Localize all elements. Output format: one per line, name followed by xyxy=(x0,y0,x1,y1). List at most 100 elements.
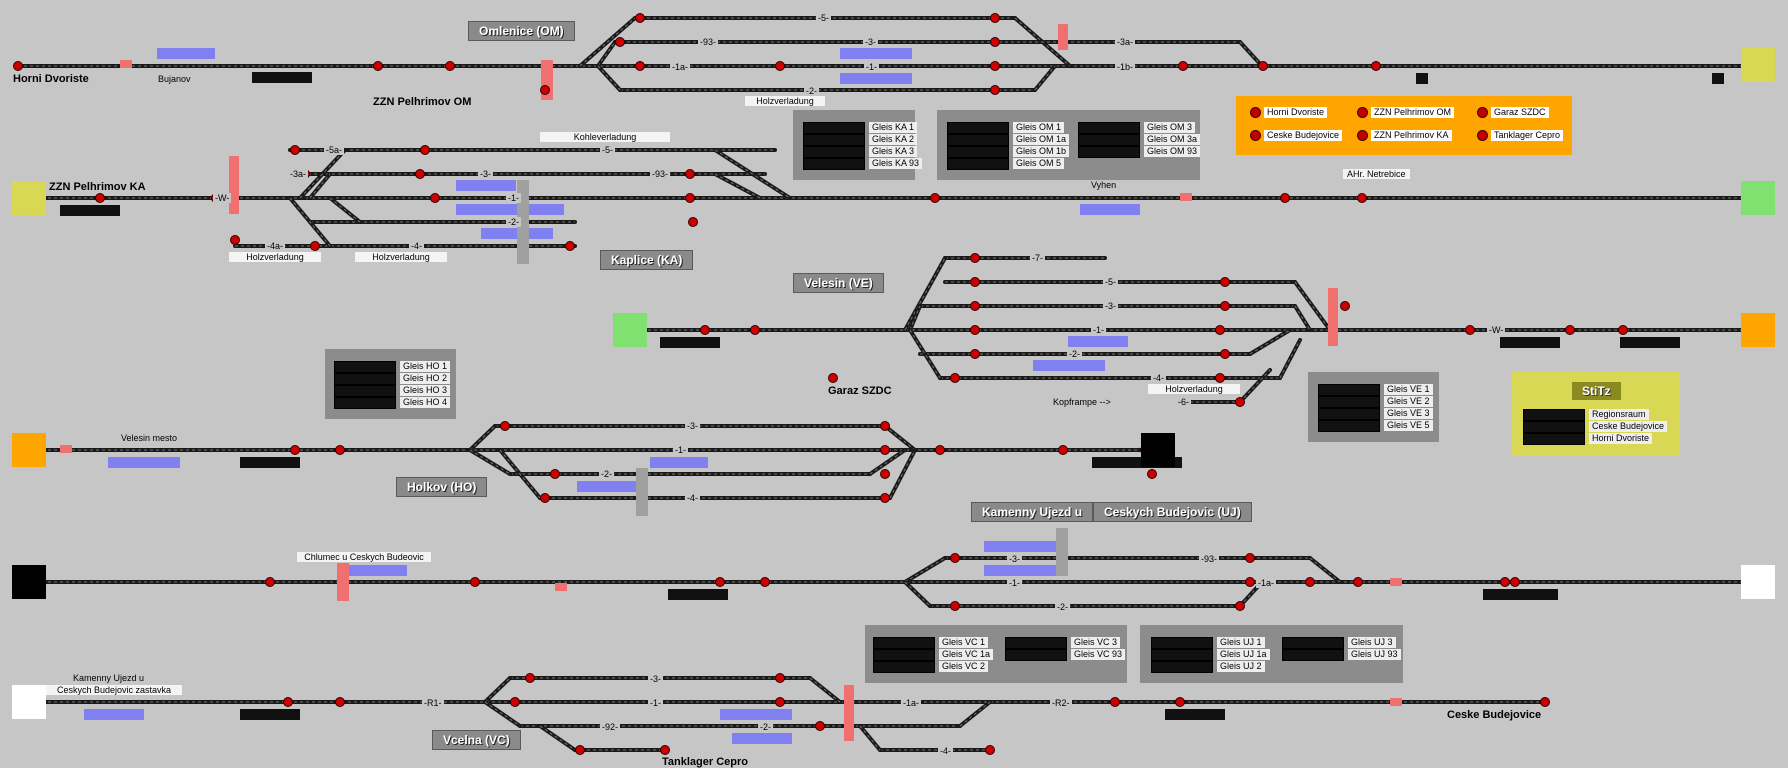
gleis-row[interactable]: Gleis UJ 3 xyxy=(1282,636,1396,649)
station-kaplice[interactable]: Kaplice (KA) xyxy=(600,250,694,270)
signal-icon[interactable] xyxy=(970,349,980,359)
dest-tanklager[interactable]: Tanklager Cepro xyxy=(1477,130,1564,141)
signal-icon[interactable] xyxy=(880,445,890,455)
signal-icon[interactable] xyxy=(265,577,275,587)
line-end-yellow-right[interactable] xyxy=(1741,48,1775,82)
line-end-green-right[interactable] xyxy=(1741,181,1775,215)
signal-icon[interactable] xyxy=(1147,469,1157,479)
signal-icon[interactable] xyxy=(615,37,625,47)
stitz-title[interactable]: StiTz xyxy=(1572,382,1621,400)
signal-button-block[interactable] xyxy=(1416,73,1428,84)
signal-icon[interactable] xyxy=(95,193,105,203)
track-segment[interactable] xyxy=(596,64,622,92)
signal-icon[interactable] xyxy=(930,193,940,203)
line-end-orange-left[interactable] xyxy=(12,433,46,467)
signal-icon[interactable] xyxy=(1058,445,1068,455)
signal-icon[interactable] xyxy=(985,745,995,755)
track-segment[interactable] xyxy=(903,580,932,608)
signal-icon[interactable] xyxy=(470,577,480,587)
signal-icon[interactable] xyxy=(565,241,575,251)
gleis-row[interactable]: Gleis OM 5 xyxy=(947,157,1065,170)
signal-icon[interactable] xyxy=(1340,301,1350,311)
gleis-row[interactable]: Gleis OM 3a xyxy=(1078,133,1201,146)
gleis-row[interactable]: Gleis OM 3 xyxy=(1078,121,1196,134)
gleis-row[interactable]: Gleis KA 93 xyxy=(803,157,923,170)
gleis-row[interactable]: Gleis KA 1 xyxy=(803,121,918,134)
line-end-black-mid[interactable] xyxy=(1141,433,1175,467)
gleis-row[interactable]: Gleis VE 2 xyxy=(1318,395,1433,408)
signal-button-block[interactable] xyxy=(668,589,728,600)
signal-icon[interactable] xyxy=(775,61,785,71)
signal-icon[interactable] xyxy=(990,37,1000,47)
signal-icon[interactable] xyxy=(1220,277,1230,287)
line-end-white-right[interactable] xyxy=(1741,565,1775,599)
gleis-row[interactable]: Gleis VC 1 xyxy=(873,636,989,649)
signal-icon[interactable] xyxy=(230,235,240,245)
signal-icon[interactable] xyxy=(880,493,890,503)
gleis-row[interactable]: Gleis HO 3 xyxy=(334,384,451,397)
signal-icon[interactable] xyxy=(1540,697,1550,707)
signal-button-block[interactable] xyxy=(660,337,720,348)
signal-button-block[interactable] xyxy=(240,709,300,720)
gleis-row[interactable]: Gleis HO 4 xyxy=(334,396,451,409)
signal-icon[interactable] xyxy=(430,193,440,203)
signal-icon[interactable] xyxy=(1235,397,1245,407)
signal-icon[interactable] xyxy=(688,217,698,227)
signal-icon[interactable] xyxy=(540,85,550,95)
signal-button-block[interactable] xyxy=(1500,337,1560,348)
station-velesin[interactable]: Velesin (VE) xyxy=(793,273,884,293)
signal-icon[interactable] xyxy=(990,13,1000,23)
signal-icon[interactable] xyxy=(1175,697,1185,707)
signal-icon[interactable] xyxy=(1245,553,1255,563)
signal-icon[interactable] xyxy=(525,673,535,683)
signal-icon[interactable] xyxy=(880,469,890,479)
signal-icon[interactable] xyxy=(715,577,725,587)
signal-icon[interactable] xyxy=(750,325,760,335)
signal-icon[interactable] xyxy=(1465,325,1475,335)
signal-button-block[interactable] xyxy=(1712,73,1724,84)
signal-icon[interactable] xyxy=(510,697,520,707)
signal-icon[interactable] xyxy=(990,61,1000,71)
signal-icon[interactable] xyxy=(950,373,960,383)
track-segment[interactable] xyxy=(888,448,917,500)
signal-icon[interactable] xyxy=(880,421,890,431)
signal-icon[interactable] xyxy=(775,673,785,683)
line-end-orange-right[interactable] xyxy=(1741,313,1775,347)
station-kamenny[interactable]: Kamenny Ujezd u xyxy=(971,502,1094,522)
signal-icon[interactable] xyxy=(1371,61,1381,71)
signal-icon[interactable] xyxy=(828,373,838,383)
line-end-yellow-left[interactable] xyxy=(12,181,46,215)
gleis-row[interactable]: Gleis OM 1a xyxy=(947,133,1070,146)
signal-icon[interactable] xyxy=(290,445,300,455)
gleis-row[interactable]: Gleis OM 1 xyxy=(947,121,1065,134)
signal-icon[interactable] xyxy=(290,145,300,155)
gleis-row[interactable]: Gleis VC 2 xyxy=(873,660,989,673)
stitz-row[interactable]: Regionsraum xyxy=(1523,408,1649,421)
signal-button-block[interactable] xyxy=(1092,457,1182,468)
signal-icon[interactable] xyxy=(1280,193,1290,203)
signal-icon[interactable] xyxy=(1215,325,1225,335)
signal-button-block[interactable] xyxy=(1483,589,1543,600)
gleis-row[interactable]: Gleis OM 93 xyxy=(1078,145,1201,158)
gleis-row[interactable]: Gleis VE 3 xyxy=(1318,407,1433,420)
signal-icon[interactable] xyxy=(1500,577,1510,587)
signal-icon[interactable] xyxy=(1245,577,1255,587)
dest-zzn-ka[interactable]: ZZN Pelhrimov KA xyxy=(1357,130,1452,141)
signal-icon[interactable] xyxy=(1510,577,1520,587)
signal-icon[interactable] xyxy=(445,61,455,71)
signal-icon[interactable] xyxy=(935,445,945,455)
track-segment[interactable] xyxy=(908,328,942,380)
stitz-row[interactable]: Horni Dvoriste xyxy=(1523,432,1653,445)
signal-icon[interactable] xyxy=(540,493,550,503)
track-segment[interactable] xyxy=(483,676,512,704)
gleis-row[interactable]: Gleis VE 1 xyxy=(1318,383,1433,396)
gleis-row[interactable]: Gleis HO 2 xyxy=(334,372,451,385)
signal-icon[interactable] xyxy=(635,61,645,71)
signal-icon[interactable] xyxy=(990,85,1000,95)
station-omlenice[interactable]: Omlenice (OM) xyxy=(468,21,575,41)
stitz-row[interactable]: Ceske Budejovice xyxy=(1523,420,1668,433)
signal-icon[interactable] xyxy=(815,721,825,731)
signal-icon[interactable] xyxy=(685,169,695,179)
signal-icon[interactable] xyxy=(660,745,670,755)
signal-icon[interactable] xyxy=(760,577,770,587)
